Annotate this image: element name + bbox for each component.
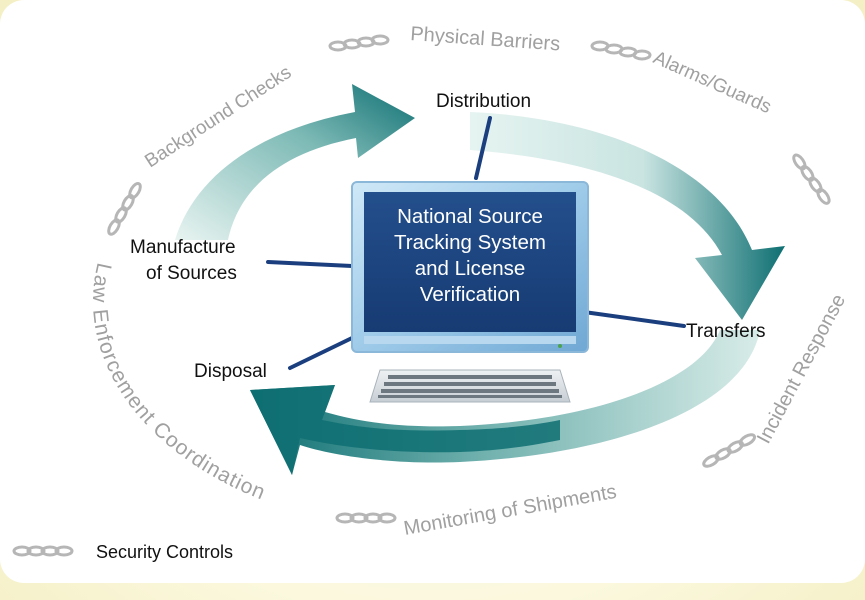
arrow-transfers-to-disposal-dark xyxy=(250,385,560,475)
legend-label: Security Controls xyxy=(96,542,234,562)
chain-icon-top-right xyxy=(590,40,652,61)
cycle-arrows xyxy=(175,84,785,475)
chain-icon-right xyxy=(792,153,831,205)
stage-disposal: Disposal xyxy=(194,361,267,382)
center-line-2: Tracking System xyxy=(394,231,546,254)
arrow-distribution-to-transfers xyxy=(470,112,785,320)
connector-manufacture xyxy=(266,260,354,268)
stage-manufacture-line2: of Sources xyxy=(146,263,237,284)
stage-distribution: Distribution xyxy=(436,91,532,112)
connector-distribution xyxy=(474,116,492,180)
chain-links xyxy=(12,34,831,557)
chain-icon-legend xyxy=(12,545,74,557)
stage-transfers: Transfers xyxy=(686,321,766,342)
arrow-manufacture-to-distribution xyxy=(175,84,415,240)
chain-icon-bottom xyxy=(335,512,397,524)
label-physical-barriers: Physical Barriers xyxy=(410,23,561,55)
chain-icon-left xyxy=(107,181,142,236)
connector-lines xyxy=(266,116,686,370)
monitor-screen xyxy=(364,192,576,332)
connector-transfers xyxy=(582,310,686,328)
label-incident-response: Incident Response xyxy=(753,291,850,448)
stage-manufacture-line1: Manufacture xyxy=(130,237,236,258)
center-line-1: National Source xyxy=(397,205,543,228)
chain-icon-top-left xyxy=(328,34,390,52)
connector-disposal xyxy=(288,336,354,370)
label-alarms-guards: Alarms/Guards xyxy=(650,47,774,118)
center-line-4: Verification xyxy=(419,283,521,306)
chain-icon-bottom-right xyxy=(702,433,757,468)
center-line-3: and License xyxy=(414,257,526,280)
monitor-icon xyxy=(351,181,589,403)
center-system-title: National Source Tracking System and Lice… xyxy=(366,204,574,308)
label-monitoring-shipments: Monitoring of Shipments xyxy=(402,481,618,540)
